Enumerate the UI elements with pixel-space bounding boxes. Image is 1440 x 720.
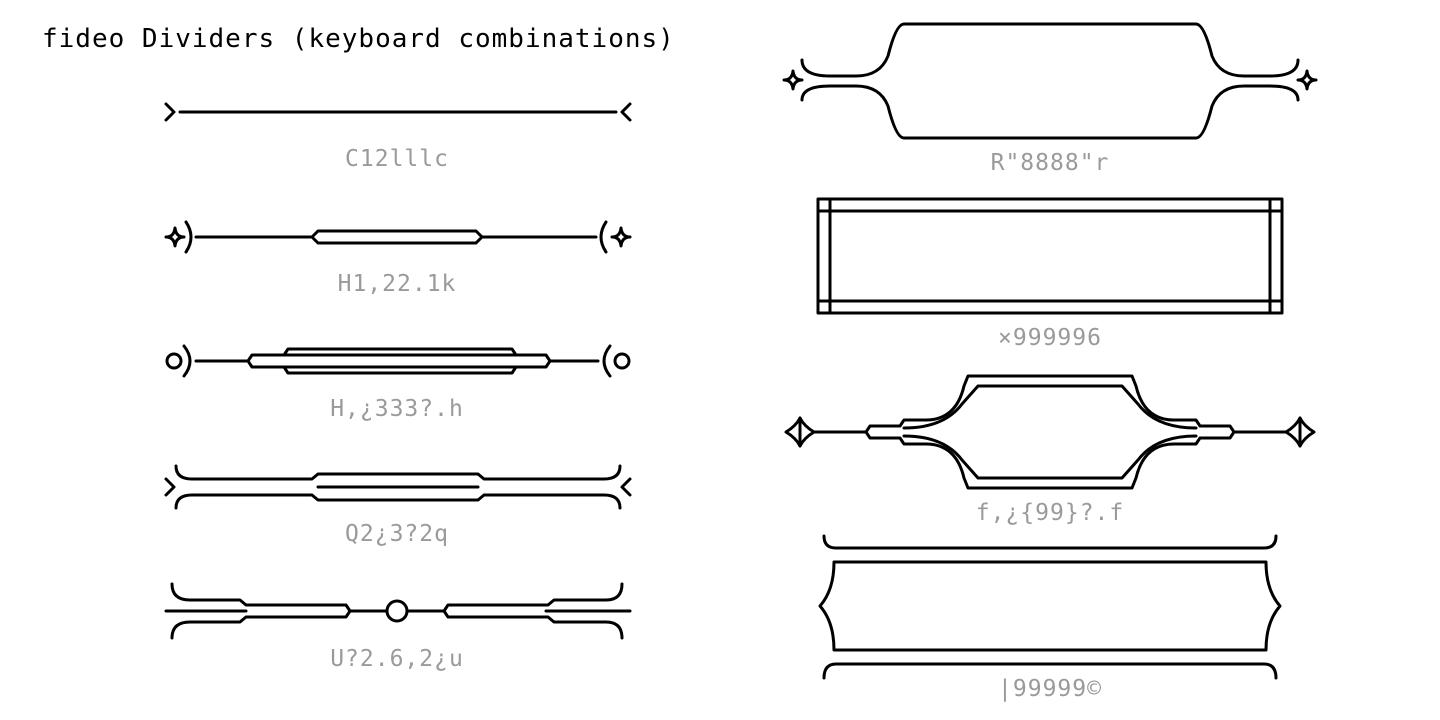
divider-6 — [782, 22, 1318, 140]
divider-caption-7: ×999996 — [998, 325, 1102, 351]
divider-1 — [164, 102, 632, 122]
page-title: fideo Dividers (keyboard combinations) — [42, 24, 675, 54]
divider-9 — [818, 534, 1282, 680]
divider-caption-6: R"8888"r — [990, 150, 1110, 176]
divider-caption-9: |99999© — [998, 676, 1102, 702]
divider-caption-3: H,¿333?.h — [330, 396, 464, 422]
divider-caption-4: Q2¿3?2q — [345, 521, 449, 547]
divider-caption-8: f,¿{99}?.f — [975, 500, 1125, 526]
divider-caption-1: C12lllc — [345, 146, 449, 172]
divider-8 — [784, 374, 1316, 490]
divider-4 — [164, 464, 632, 510]
divider-7 — [816, 197, 1284, 315]
divider-3 — [165, 344, 631, 378]
divider-2 — [164, 220, 632, 254]
divider-5 — [164, 582, 632, 640]
divider-caption-2: H1,22.1k — [337, 271, 457, 297]
divider-caption-5: U?2.6,2¿u — [330, 646, 464, 672]
